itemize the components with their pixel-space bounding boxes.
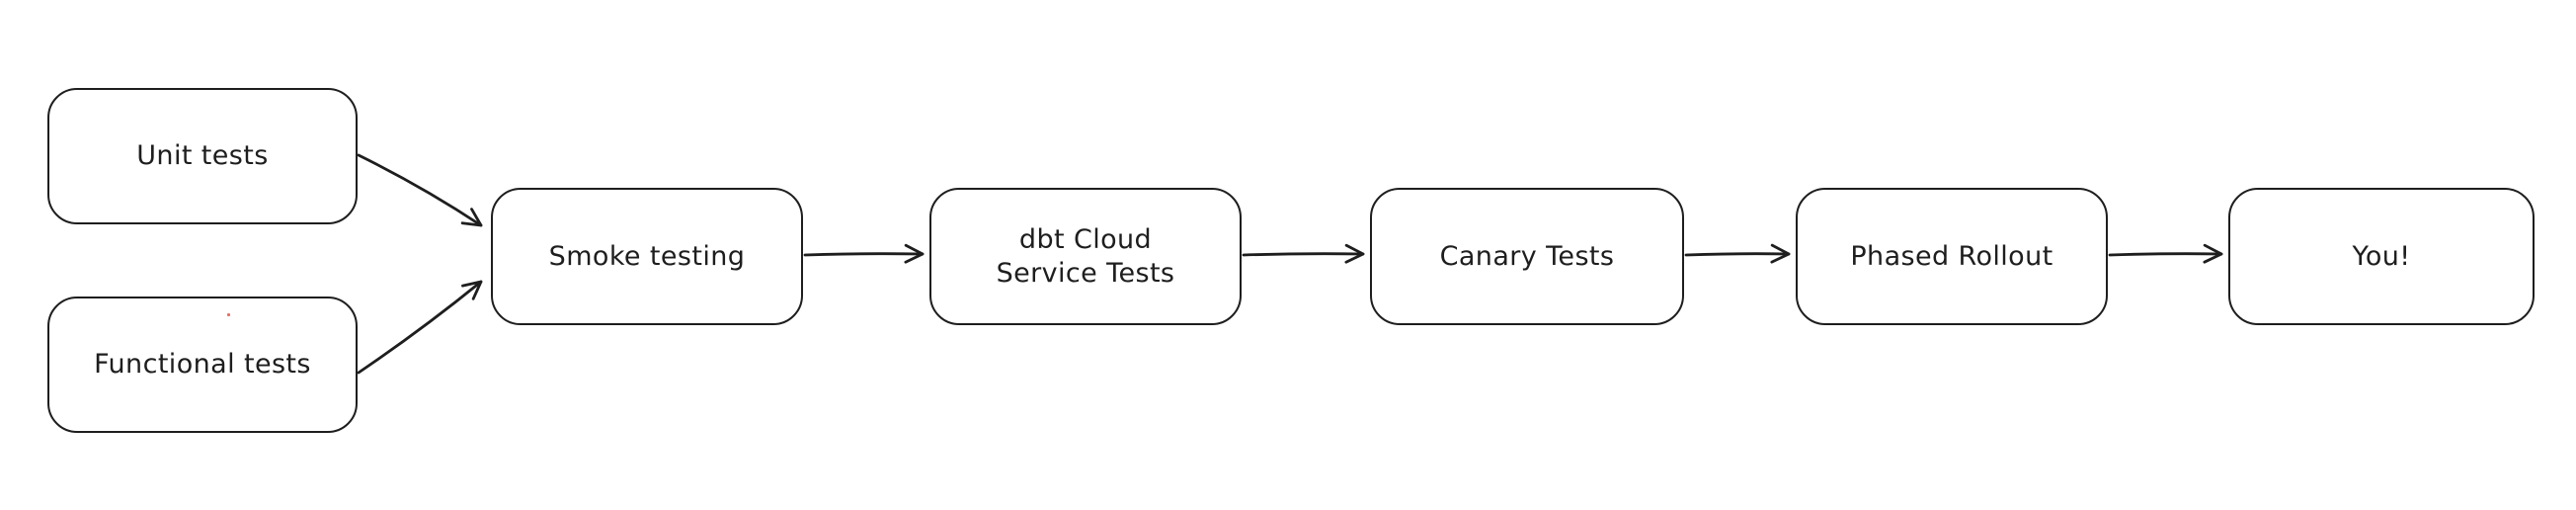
node-phased-rollout-label: Phased Rollout — [1850, 240, 2053, 272]
arrow-unit-tests-to-smoke-testing[interactable] — [357, 153, 483, 227]
node-functional-tests[interactable]: Functional tests — [47, 297, 358, 433]
node-unit-tests-label: Unit tests — [136, 140, 269, 171]
node-unit-tests[interactable]: Unit tests — [47, 88, 358, 224]
arrow-smoke-testing-to-dbt-cloud[interactable] — [803, 243, 925, 264]
node-functional-tests-label: Functional tests — [94, 349, 311, 380]
node-smoke-testing[interactable]: Smoke testing — [491, 188, 803, 325]
stray-red-dot — [227, 313, 230, 316]
node-you[interactable]: You! — [2228, 188, 2535, 325]
arrow-canary-tests-to-phased-rollout[interactable] — [1684, 243, 1791, 264]
node-canary-tests[interactable]: Canary Tests — [1370, 188, 1684, 325]
node-canary-tests-label: Canary Tests — [1439, 240, 1615, 272]
arrow-phased-rollout-to-you[interactable] — [2108, 243, 2223, 264]
node-smoke-testing-label: Smoke testing — [548, 240, 746, 272]
node-dbt-cloud-service-tests[interactable]: dbt Cloud Service Tests — [929, 188, 1242, 325]
node-phased-rollout[interactable]: Phased Rollout — [1796, 188, 2108, 325]
node-you-label: You! — [2352, 240, 2411, 272]
arrow-dbt-cloud-to-canary-tests[interactable] — [1242, 243, 1365, 264]
arrow-functional-tests-to-smoke-testing[interactable] — [357, 280, 483, 375]
node-dbt-cloud-service-tests-label: dbt Cloud Service Tests — [996, 223, 1175, 289]
